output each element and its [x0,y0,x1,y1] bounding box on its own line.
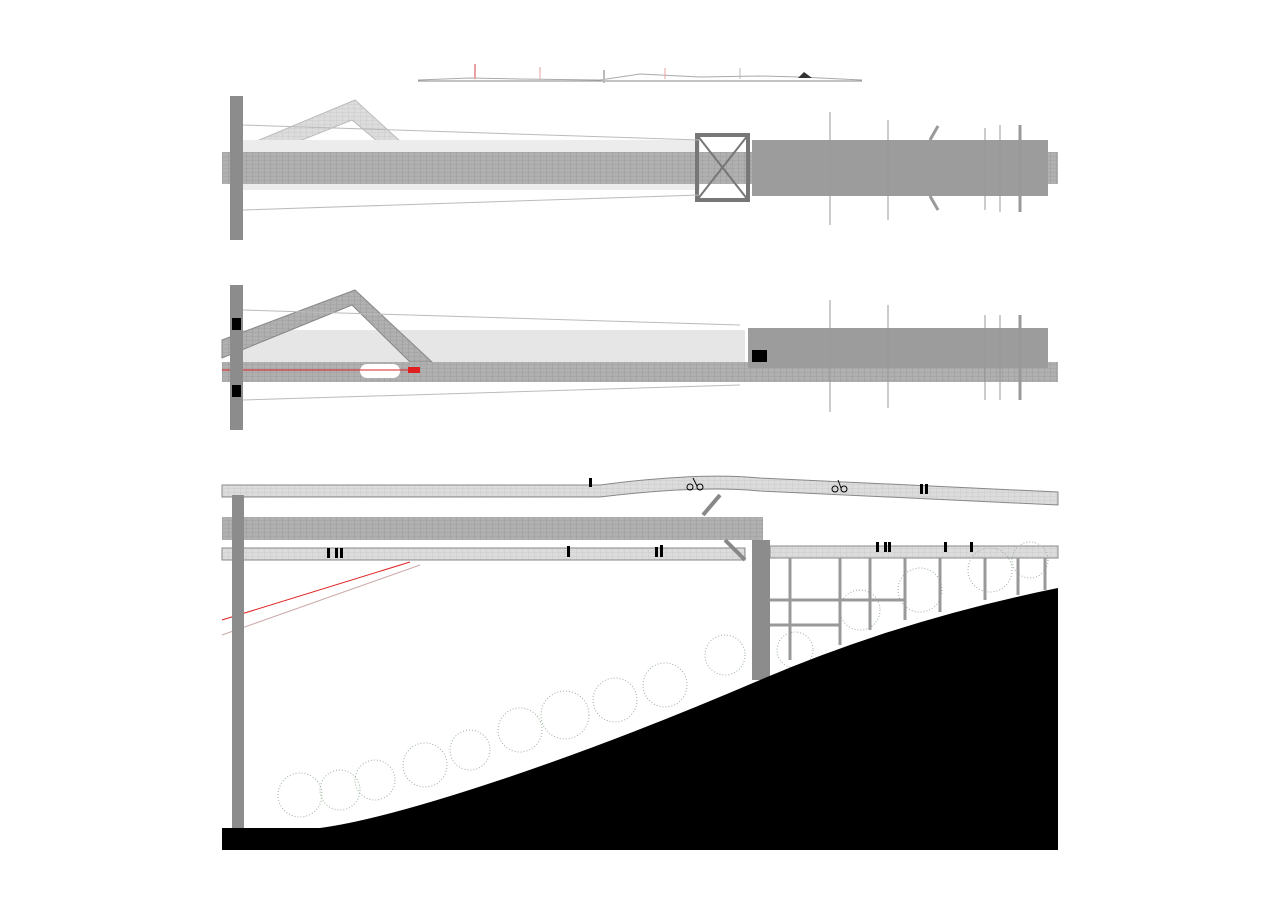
ground [222,588,1058,850]
cyclists [686,477,848,493]
key-elevation [417,64,863,83]
lower-plan [221,285,1058,430]
people [327,478,973,558]
section-elevation [221,475,1059,850]
upper-plan [222,96,1058,240]
trees [277,541,1049,818]
